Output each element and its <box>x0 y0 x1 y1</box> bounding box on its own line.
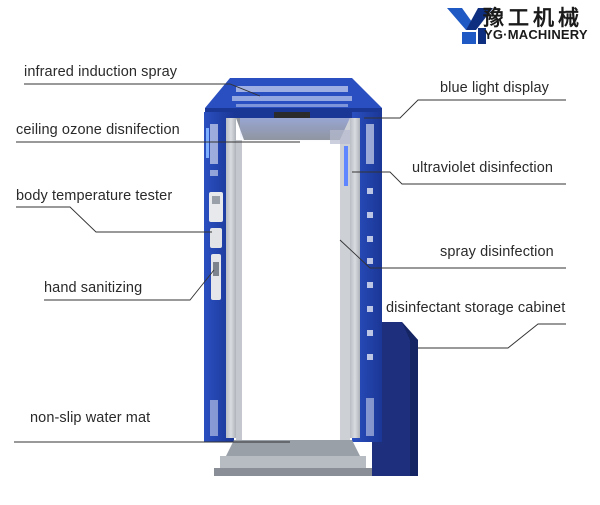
label-hand-sanitizing: hand sanitizing <box>44 280 143 296</box>
leader-infrared <box>24 83 261 97</box>
label-non-slip-mat: non-slip water mat <box>30 410 151 426</box>
label-blue-light-display: blue light display <box>440 80 550 96</box>
leader-ultraviolet <box>352 171 566 185</box>
water-mat <box>214 440 372 476</box>
temperature-and-sanitizer-devices <box>209 192 223 300</box>
leader-body-temp <box>16 206 212 233</box>
leader-spray <box>339 239 566 269</box>
disinfectant-cabinet <box>372 322 418 476</box>
leader-blue-light <box>364 99 566 119</box>
label-spray-disinfection: spray disinfection <box>440 244 554 260</box>
gate-interior <box>236 118 350 440</box>
leader-hand-sanitizing <box>44 269 215 301</box>
leader-lines <box>14 83 566 443</box>
label-ultraviolet: ultraviolet disinfection <box>412 160 554 176</box>
logo-mark <box>447 8 493 44</box>
logo-english: YG·MACHINERY <box>484 27 588 42</box>
label-body-temperature: body temperature tester <box>16 188 173 204</box>
gate-right-pillar <box>350 112 382 442</box>
label-infrared-induction-spray: infrared induction spray <box>24 64 178 80</box>
label-storage-cabinet: disinfectant storage cabinet <box>386 300 566 316</box>
gate-top-arch <box>205 78 382 120</box>
leader-cabinet <box>418 323 566 349</box>
label-ceiling-ozone: ceiling ozone disnifection <box>16 122 180 138</box>
logo-chinese: 豫工机械 <box>483 6 583 30</box>
